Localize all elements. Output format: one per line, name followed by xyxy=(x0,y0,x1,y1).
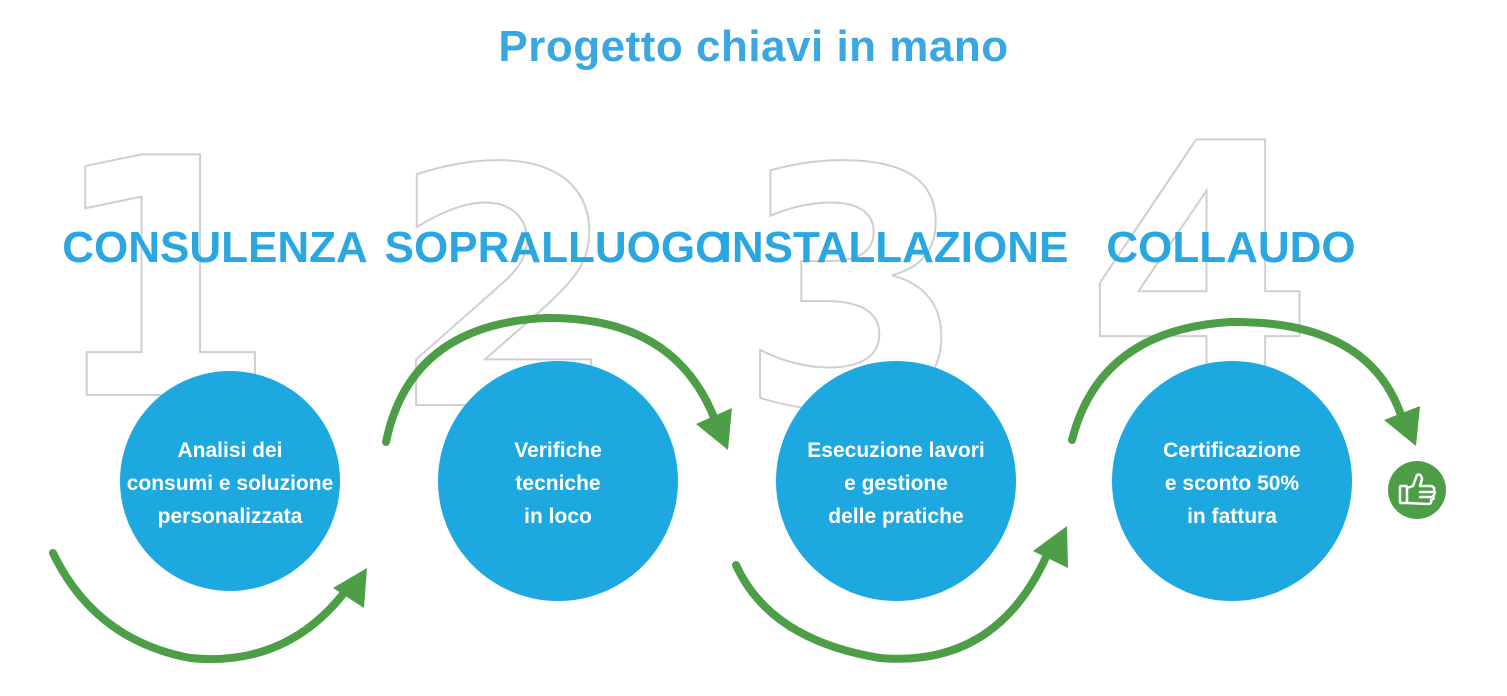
step-heading-4: COLLAUDO xyxy=(1106,223,1355,272)
step-3-line-3: delle pratiche xyxy=(828,505,963,528)
step-1-line-1: Analisi dei xyxy=(177,439,282,462)
step-headings: CONSULENZA SOPRALLUOGO INSTALLAZIONE COL… xyxy=(62,223,1355,272)
step-2-line-2: tecniche xyxy=(515,472,600,495)
circle-shape xyxy=(1112,361,1352,601)
step-circle-2: Verifiche tecniche in loco xyxy=(438,361,678,601)
arrow-3-head xyxy=(1033,526,1068,568)
arrow-2 xyxy=(382,313,719,446)
page-title: Progetto chiavi in mano xyxy=(498,22,1009,71)
step-circle-1: Analisi dei consumi e soluzione personal… xyxy=(120,371,340,591)
step-circle-3: Esecuzione lavori e gestione delle prati… xyxy=(776,361,1016,601)
arrow-1-head xyxy=(333,568,367,608)
step-1-line-2: consumi e soluzione xyxy=(127,472,334,495)
step-2-line-3: in loco xyxy=(524,505,592,528)
arrow-4 xyxy=(1068,317,1406,444)
step-4-line-1: Certificazione xyxy=(1163,439,1301,462)
arrow-4-head xyxy=(1384,406,1420,446)
arrow-2-head xyxy=(696,408,732,450)
arrow-1 xyxy=(49,549,354,663)
flow-arrows xyxy=(49,313,1420,663)
thumbs-up-icon-bg xyxy=(1388,461,1446,519)
circle-shape xyxy=(120,371,340,591)
step-4-line-3: in fattura xyxy=(1187,505,1277,528)
thumbs-up-icon xyxy=(1388,461,1446,519)
arrow-3 xyxy=(732,544,1054,663)
step-1-line-3: personalizzata xyxy=(158,505,303,528)
circle-shape xyxy=(776,361,1016,601)
step-2-line-1: Verifiche xyxy=(514,439,602,462)
step-3-line-1: Esecuzione lavori xyxy=(807,439,984,462)
step-circle-4: Certificazione e sconto 50% in fattura xyxy=(1112,361,1352,601)
step-heading-3: INSTALLAZIONE xyxy=(720,223,1069,272)
circle-shape xyxy=(438,361,678,601)
step-4-line-2: e sconto 50% xyxy=(1165,472,1300,495)
step-heading-1: CONSULENZA xyxy=(62,223,368,272)
step-3-line-2: e gestione xyxy=(844,472,948,495)
step-circles: Analisi dei consumi e soluzione personal… xyxy=(120,361,1352,601)
step-heading-2: SOPRALLUOGO xyxy=(385,223,730,272)
